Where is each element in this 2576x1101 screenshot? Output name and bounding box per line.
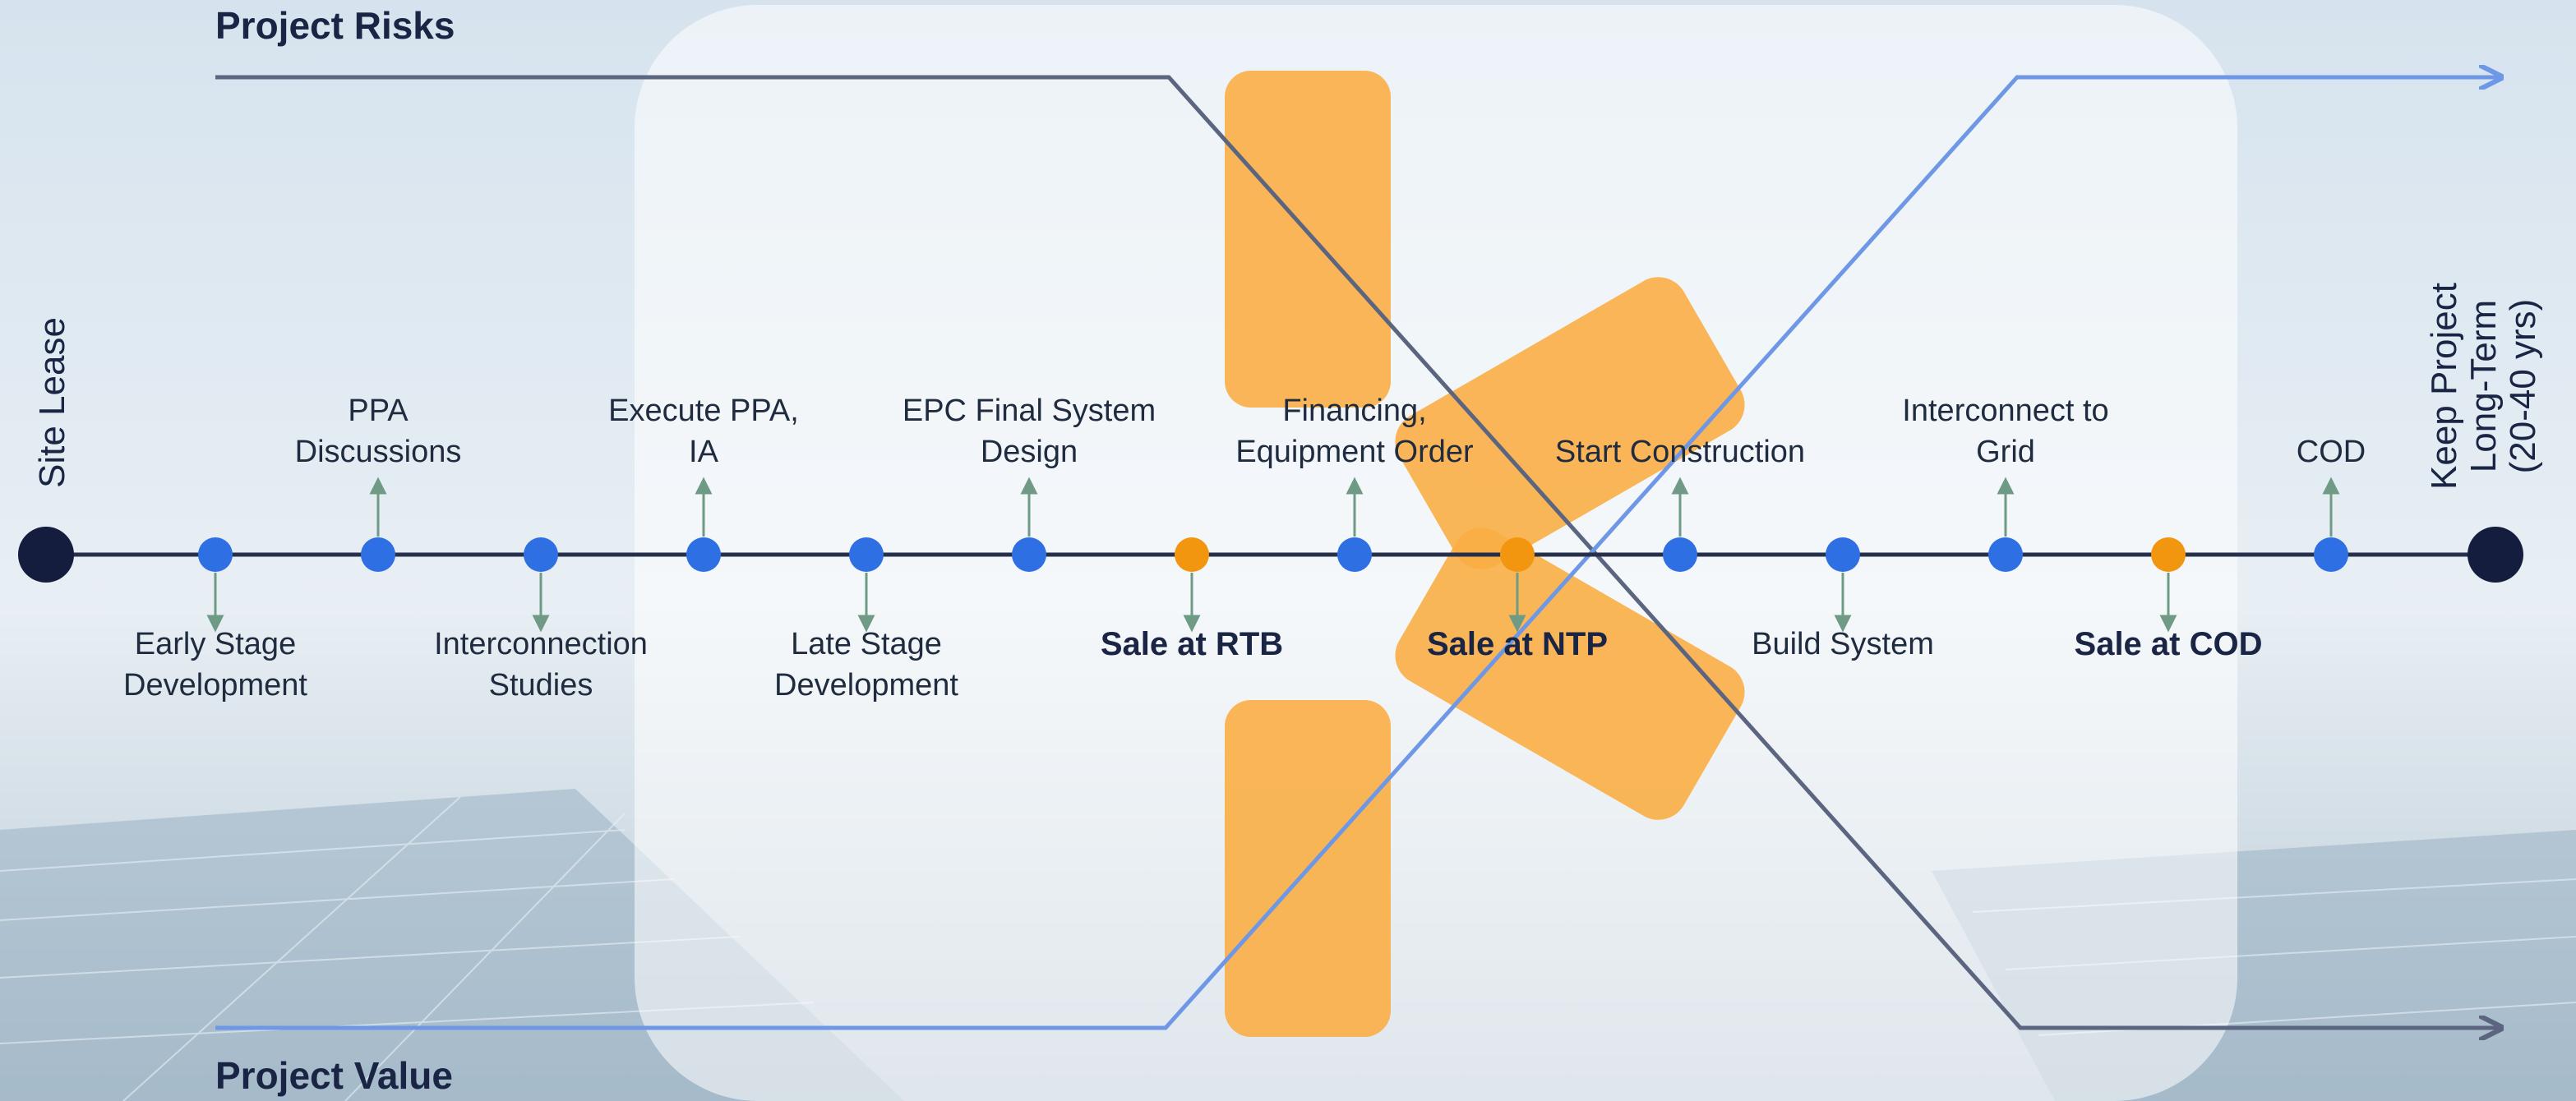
milestone-label: COD	[2296, 435, 2366, 469]
milestone-node	[198, 537, 233, 572]
milestone-label: Build System	[1752, 627, 1934, 661]
milestone-node	[686, 537, 721, 572]
milestone-label: Sale at NTP	[1426, 626, 1609, 662]
keep-long-term-label: Keep Project Long-Term (20-40 yrs)	[2424, 283, 2543, 490]
milestone-label: Late Stage Development	[774, 627, 958, 703]
milestone-node	[2314, 537, 2348, 572]
milestone-node	[1012, 537, 1046, 572]
milestone-label: Interconnection Studies	[434, 627, 648, 703]
milestone-label: Financing, Equipment Order	[1235, 394, 1474, 469]
milestone-label: Sale at RTB	[1100, 626, 1284, 662]
milestone-label: Execute PPA, IA	[608, 394, 799, 469]
milestone-node	[1337, 537, 1372, 572]
milestone-node	[1663, 537, 1697, 572]
milestone-node	[849, 537, 884, 572]
project-risks-title: Project Risks	[215, 4, 455, 47]
milestone-node	[524, 537, 558, 572]
milestone-node	[361, 537, 395, 572]
milestone-node	[1175, 537, 1209, 572]
start-node	[18, 527, 74, 583]
site-lease-label: Site Lease	[32, 317, 72, 488]
milestone-label: EPC Final System Design	[902, 394, 1156, 469]
milestone-label: Start Construction	[1554, 435, 1806, 469]
milestone-label: Interconnect to Grid	[1902, 394, 2109, 469]
milestone-node	[1988, 537, 2023, 572]
milestone-label: Early Stage Development	[123, 627, 307, 703]
milestone-node	[1500, 537, 1535, 572]
milestone-label: PPA Discussions	[294, 394, 462, 469]
end-node	[2468, 527, 2523, 583]
milestone-label: Sale at COD	[2074, 626, 2263, 662]
milestone-node	[2151, 537, 2186, 572]
milestone-node	[1826, 537, 1860, 572]
project-value-title: Project Value	[215, 1054, 453, 1097]
